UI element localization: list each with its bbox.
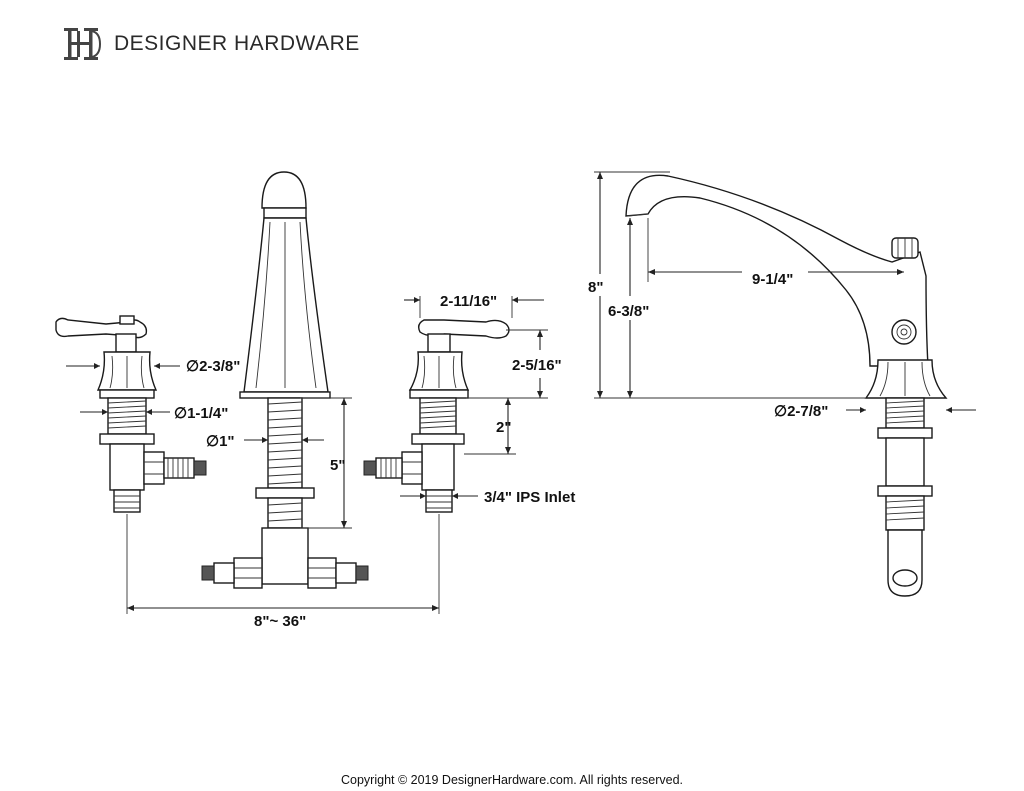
spread-dimension-line bbox=[126, 514, 440, 614]
brand-header: DESIGNER HARDWARE bbox=[62, 24, 360, 64]
dim-overall-height: 8" bbox=[588, 279, 603, 296]
spout-dimension-lines bbox=[244, 397, 352, 529]
side-view-dimension-lines bbox=[594, 171, 976, 413]
copyright-notice: Copyright © 2019 DesignerHardware.com. A… bbox=[341, 773, 683, 787]
left-handle-valve bbox=[55, 315, 207, 513]
dim-spout-shank-diameter: ∅1" bbox=[206, 433, 235, 450]
dh-monogram-logo bbox=[64, 28, 102, 60]
right-handle-dimension-lines bbox=[400, 296, 548, 499]
dim-handle-diameter: ∅2-3/8" bbox=[186, 358, 240, 375]
dim-shank-diameter: ∅1-1/4" bbox=[174, 405, 228, 422]
dim-spout-height: 6-3/8" bbox=[608, 303, 649, 320]
dim-handle-height: 2-5/16" bbox=[512, 357, 562, 374]
dim-handle-shank-length: 2" bbox=[496, 419, 511, 436]
dim-spout-reach: 9-1/4" bbox=[752, 271, 793, 288]
dim-spout-shank-length: 5" bbox=[330, 457, 345, 474]
dim-inlet: 3/4" IPS Inlet bbox=[484, 489, 575, 506]
dim-handle-width: 2-11/16" bbox=[440, 293, 497, 310]
side-view-faucet bbox=[625, 174, 948, 597]
dim-base-diameter: ∅2-7/8" bbox=[774, 403, 828, 420]
brand-name: DESIGNER HARDWARE bbox=[114, 32, 360, 55]
left-handle-dimension-lines bbox=[66, 363, 180, 415]
dim-spread: 8"~ 36" bbox=[254, 613, 306, 630]
right-handle-valve bbox=[363, 319, 510, 513]
center-spout bbox=[201, 171, 369, 589]
